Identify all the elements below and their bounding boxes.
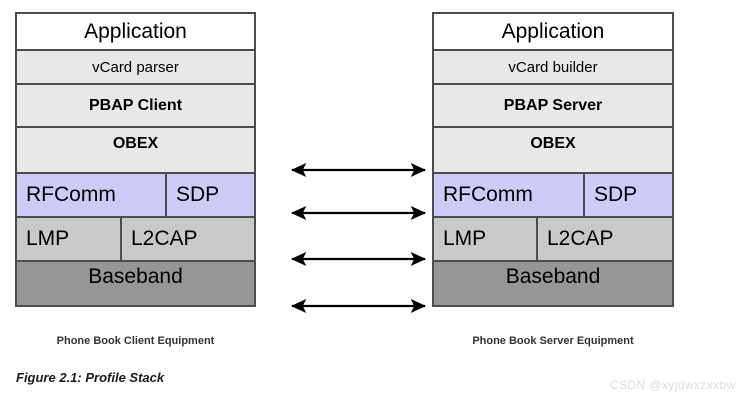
server-cell-sdp-label: SDP <box>594 183 638 206</box>
client-cell-lmp-label: LMP <box>26 227 70 250</box>
client-layer-baseband-label: Baseband <box>88 265 183 288</box>
server-equipment-label: Phone Book Server Equipment <box>472 335 634 347</box>
client-layer-rfcomm-sdp: RFComm SDP <box>17 174 254 218</box>
server-layer-baseband-label: Baseband <box>505 265 601 288</box>
server-layer-lmp-l2cap: LMP L2CAP <box>434 218 672 262</box>
client-layer-application: Application <box>17 14 254 51</box>
server-layer-baseband: Baseband <box>434 262 672 305</box>
client-cell-l2cap-label: L2CAP <box>131 227 198 250</box>
csdn-watermark: CSDN @xyjdwxzxxbw <box>610 378 736 392</box>
server-layer-vcard-builder-label: vCard builder <box>508 58 598 76</box>
server-cell-rfcomm: RFComm <box>434 174 585 216</box>
client-layer-pbap-client-label: PBAP Client <box>88 96 183 114</box>
server-cell-l2cap: L2CAP <box>538 218 672 260</box>
client-layer-obex: OBEX <box>17 128 254 174</box>
client-cell-lmp: LMP <box>17 218 122 260</box>
server-cell-l2cap-label: L2CAP <box>547 227 614 250</box>
server-layer-pbap-server-label: PBAP Server <box>503 96 603 114</box>
client-layer-application-label: Application <box>84 19 187 43</box>
client-layer-obex-label: OBEX <box>112 135 159 152</box>
server-cell-lmp: LMP <box>434 218 538 260</box>
client-layer-vcard-parser: vCard parser <box>17 51 254 85</box>
server-layer-vcard-builder: vCard builder <box>434 51 672 85</box>
server-cell-sdp: SDP <box>585 174 672 216</box>
server-layer-application: Application <box>434 14 672 51</box>
server-cell-rfcomm-label: RFComm <box>443 183 533 206</box>
client-layer-vcard-parser-label: vCard parser <box>92 58 179 76</box>
client-layer-baseband: Baseband <box>17 262 254 305</box>
server-layer-pbap-server: PBAP Server <box>434 85 672 128</box>
server-layer-application-label: Application <box>501 19 605 43</box>
server-cell-lmp-label: LMP <box>443 227 487 250</box>
client-cell-sdp-label: SDP <box>176 183 220 206</box>
client-layer-pbap-client: PBAP Client <box>17 85 254 128</box>
figure-caption: Figure 2.1: Profile Stack <box>16 370 165 385</box>
server-layer-obex: OBEX <box>434 128 672 174</box>
server-layer-rfcomm-sdp: RFComm SDP <box>434 174 672 218</box>
client-cell-l2cap: L2CAP <box>122 218 254 260</box>
client-cell-rfcomm-label: RFComm <box>26 183 116 206</box>
client-cell-sdp: SDP <box>167 174 254 216</box>
client-protocol-stack: Application vCard parser PBAP Client OBE… <box>15 12 256 307</box>
server-protocol-stack: Application vCard builder PBAP Server OB… <box>432 12 674 307</box>
client-layer-lmp-l2cap: LMP L2CAP <box>17 218 254 262</box>
client-equipment-label: Phone Book Client Equipment <box>56 335 215 347</box>
server-layer-obex-label: OBEX <box>530 135 576 152</box>
client-cell-rfcomm: RFComm <box>17 174 167 216</box>
